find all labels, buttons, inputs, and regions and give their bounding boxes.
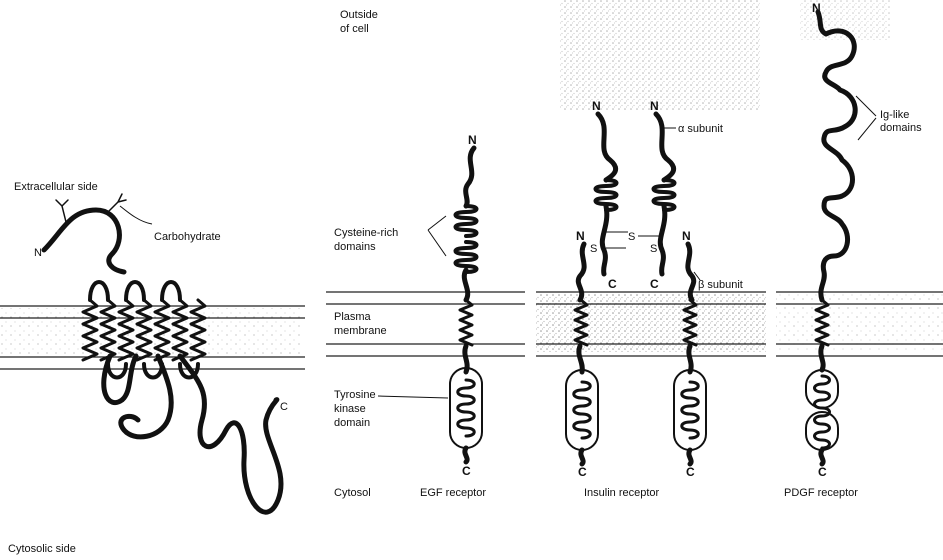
tm-loop-1 xyxy=(90,282,108,300)
insulin-kinase-coil-right xyxy=(682,382,699,438)
insulin-alpha-left xyxy=(598,114,616,180)
insulin-n-beta-left: N xyxy=(576,229,585,243)
insulin-c-tail-right xyxy=(689,450,691,464)
tm-loop-2 xyxy=(108,364,126,378)
insulin-c-alpha-left: C xyxy=(608,277,617,291)
cytosolic-loop-1 xyxy=(104,356,136,403)
plasma-membrane-label-1: Plasma xyxy=(334,311,372,323)
egf-kin-path xyxy=(458,380,475,436)
disulfide-s-1: S xyxy=(590,243,597,255)
outside-of-cell-label-2: of cell xyxy=(340,23,369,35)
insulin-alpha-left-tail xyxy=(602,206,607,274)
c-terminal-tail xyxy=(180,356,281,512)
egf-tm-path xyxy=(460,300,472,345)
pdgf-c-tail xyxy=(821,450,823,464)
egf-caption: EGF receptor xyxy=(420,487,486,499)
tm-loop-3 xyxy=(126,282,144,300)
pdgf-ig-domains xyxy=(818,12,855,300)
egf-stalk xyxy=(464,270,467,300)
insulin-alpha-right-tail xyxy=(660,206,665,274)
egf-receptor: N C EGF receptor xyxy=(420,133,486,499)
pdgf-caption: PDGF receptor xyxy=(784,487,858,499)
seven-tm-panel: Extracellular side Carbohydrate N C Cyto… xyxy=(0,181,305,555)
pdgf-n-label: N xyxy=(812,1,821,15)
extracellular-loop xyxy=(44,210,124,272)
left-n-terminus: N xyxy=(34,247,42,259)
ig-like-label-2: domains xyxy=(880,122,922,134)
pdgf-receptor: N C Ig-like domains PDGF receptor xyxy=(784,1,922,499)
ins-kinR-path xyxy=(682,382,699,438)
carbohydrate-leader xyxy=(120,206,152,224)
insulin-beta-left xyxy=(578,244,584,300)
cytosol-label: Cytosol xyxy=(334,487,371,499)
pdgf-juxta xyxy=(821,346,823,370)
insulin-c-left: C xyxy=(578,465,587,479)
egf-n-label: N xyxy=(468,133,477,147)
carbohydrate-branch-1 xyxy=(56,200,68,222)
ig-leader xyxy=(856,96,876,140)
insulin-n-beta-right: N xyxy=(682,229,691,243)
insulin-beta-right xyxy=(688,244,694,300)
insulin-membrane-texture xyxy=(536,294,766,352)
insulin-kinase-coil-left xyxy=(574,382,591,438)
tyrosine-kinase-label-2: kinase xyxy=(334,403,366,415)
tm-loop-4 xyxy=(144,364,162,378)
insulin-c-alpha-right: C xyxy=(650,277,659,291)
outside-texture-insulin xyxy=(560,0,760,110)
left-c-terminus: C xyxy=(280,401,288,413)
egf-cys1-path xyxy=(456,206,477,236)
extracellular-side-label: Extracellular side xyxy=(14,181,98,193)
tyrosine-kinase-label-3: domain xyxy=(334,417,370,429)
rtk-panel: N C EGF receptor xyxy=(326,0,943,499)
insulin-juxta-right xyxy=(689,346,691,372)
egf-c-tail xyxy=(465,448,467,462)
beta-subunit-label: β subunit xyxy=(698,279,743,291)
tyrosine-kinase-label-1: Tyrosine xyxy=(334,389,376,401)
ins-kinL-path xyxy=(574,382,591,438)
insulin-caption: Insulin receptor xyxy=(584,487,660,499)
ig-like-label-1: Ig-like xyxy=(880,109,909,121)
insulin-c-right: C xyxy=(686,465,695,479)
egf-n-tail xyxy=(466,148,474,206)
carbohydrate-branch-2 xyxy=(108,194,126,212)
cysteine-rich-label-1: Cysteine-rich xyxy=(334,227,398,239)
plasma-membrane-label-2: membrane xyxy=(334,325,387,337)
cytosolic-side-label: Cytosolic side xyxy=(8,543,76,555)
egf-cysteine-domain-1 xyxy=(456,206,477,236)
insulin-alpha-right xyxy=(656,114,674,180)
pdgf-membrane-texture xyxy=(776,294,943,352)
carbohydrate-label: Carbohydrate xyxy=(154,231,221,243)
egf-transmembrane-helix xyxy=(460,300,472,345)
cysteine-leader xyxy=(428,216,446,256)
alpha-subunit-label: α subunit xyxy=(678,123,723,135)
tm-loop-5 xyxy=(162,282,180,300)
insulin-n-right: N xyxy=(650,99,659,113)
insulin-c-tail-left xyxy=(581,450,583,464)
disulfide-s-2: S xyxy=(628,231,635,243)
disulfide-s-3: S xyxy=(650,243,657,255)
outside-of-cell-label-1: Outside xyxy=(340,9,378,21)
egf-kinase-coil xyxy=(458,380,475,436)
kinase-leader xyxy=(378,396,448,398)
insulin-n-left: N xyxy=(592,99,601,113)
egf-c-label: C xyxy=(462,464,471,478)
pdgf-c-label: C xyxy=(818,465,827,479)
cysteine-rich-label-2: domains xyxy=(334,241,376,253)
